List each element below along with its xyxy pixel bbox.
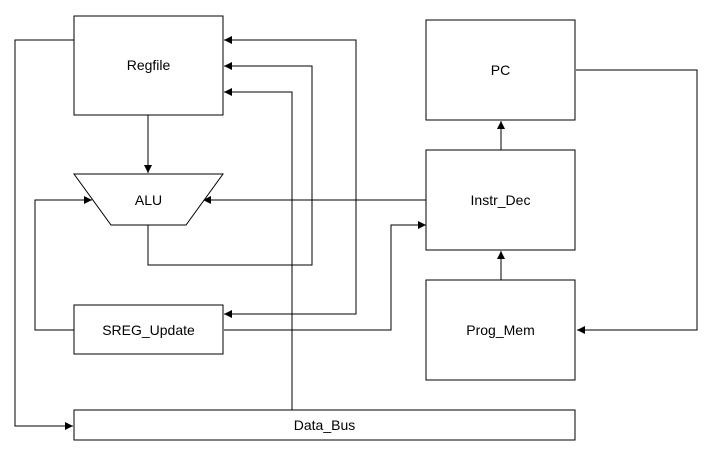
alu-label: ALU <box>135 192 162 208</box>
prog-mem-block: Prog_Mem <box>425 279 576 381</box>
wire-databus-to-regfile <box>224 88 293 410</box>
instr-dec-block: Instr_Dec <box>425 149 576 251</box>
wire-alu-to-regfile <box>147 62 313 266</box>
prog-mem-label: Prog_Mem <box>466 322 534 338</box>
alu-block: ALU <box>73 173 224 226</box>
wire-instrdec-to-sreg <box>224 200 357 318</box>
data-bus-label: Data_Bus <box>294 417 355 433</box>
pc-block: PC <box>425 19 576 121</box>
pc-label: PC <box>491 62 510 78</box>
wire-sreg-to-instrdec <box>224 221 426 331</box>
instr-dec-label: Instr_Dec <box>471 192 531 208</box>
data-bus-block: Data_Bus <box>73 409 576 441</box>
sreg-update-label: SREG_Update <box>102 322 195 338</box>
wire-pc-to-progmem <box>576 69 698 334</box>
regfile-label: Regfile <box>127 57 171 73</box>
regfile-block: Regfile <box>73 15 224 116</box>
wire-sreg-to-alu <box>34 196 92 331</box>
wire-instrdec-to-regfile <box>224 36 357 200</box>
sreg-update-block: SREG_Update <box>73 304 224 355</box>
wire-regfile-to-databus <box>14 39 74 430</box>
